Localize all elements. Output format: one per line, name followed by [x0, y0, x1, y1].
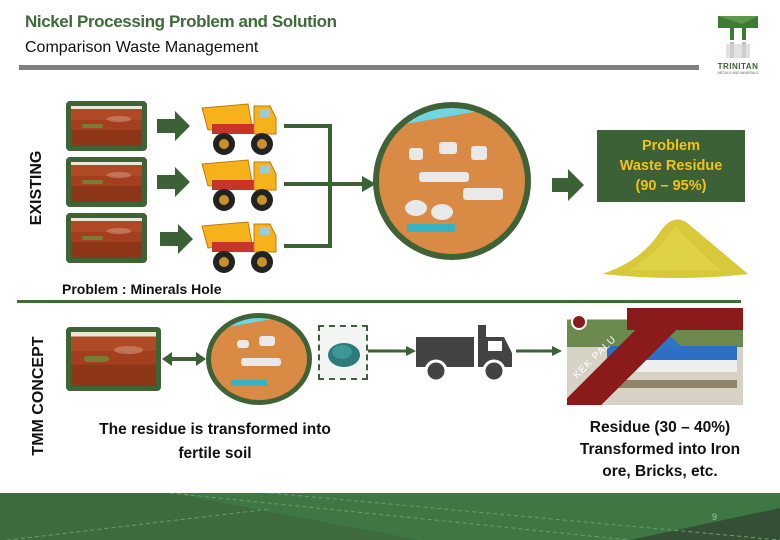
tmm-right-caption-line-1: Residue (30 – 40%)	[589, 419, 731, 436]
arrow-right-icon	[552, 169, 584, 201]
tmm-left-caption-line-2: fertile soil	[178, 445, 252, 462]
existing-caption: Problem : Minerals Hole	[62, 281, 222, 297]
logo-name: TRINITAN	[717, 62, 759, 71]
page-number: 9	[712, 512, 718, 522]
page-subtitle: Comparison Waste Management	[25, 39, 259, 56]
waste-residue-pile-image	[602, 219, 748, 278]
page-title: Nickel Processing Problem and Solution	[25, 12, 337, 31]
mine-photo-3	[66, 213, 147, 263]
kek-palu-photo: KEK PALU	[567, 308, 743, 405]
trinitan-logo-icon	[718, 16, 758, 58]
fertile-soil-sample	[318, 325, 368, 380]
tmm-left-caption-line-1: The residue is transformed into	[99, 421, 331, 438]
problem-line-1: Problem	[641, 138, 700, 154]
problem-waste-residue-box: Problem Waste Residue (90 – 95%)	[597, 130, 745, 202]
tmm-left-caption: The residue is transformed into fertile …	[70, 418, 360, 466]
processing-plant-image	[373, 102, 531, 260]
arrow-right-icon	[157, 111, 190, 141]
section-divider	[17, 300, 741, 303]
problem-line-3: (90 – 95%)	[635, 178, 707, 194]
merge-connector	[284, 124, 376, 248]
dump-truck-icon	[201, 159, 277, 211]
green-powder-icon	[328, 343, 360, 367]
footer-bar	[0, 493, 780, 540]
delivery-truck-icon	[416, 325, 512, 383]
tmm-right-caption: Residue (30 – 40%) Transformed into Iron…	[560, 417, 760, 483]
problem-line-2: Waste Residue	[619, 158, 723, 174]
section-label-existing: EXISTING	[28, 150, 45, 226]
tmm-right-caption-line-2: Transformed into Iron	[579, 441, 741, 458]
mine-photo-tmm	[66, 327, 161, 391]
dump-truck-icon	[201, 103, 277, 155]
tmm-right-caption-line-3: ore, Bricks, etc.	[602, 463, 718, 480]
section-label-tmm-concept: TMM CONCEPT	[30, 336, 47, 456]
arrow-right-icon	[368, 346, 416, 356]
mine-photo-2	[66, 157, 147, 207]
arrow-right-icon	[160, 224, 193, 254]
dump-truck-icon	[201, 221, 277, 273]
arrow-right-icon	[516, 346, 562, 356]
arrow-right-icon	[157, 167, 190, 197]
mine-photo-1	[66, 101, 147, 151]
logo-tagline: METALS AND MINERALS	[717, 71, 759, 75]
footer-decoration	[4, 493, 780, 540]
header-divider	[19, 65, 699, 70]
double-arrow-icon	[162, 352, 206, 366]
processing-plant-image-tmm	[206, 313, 312, 405]
